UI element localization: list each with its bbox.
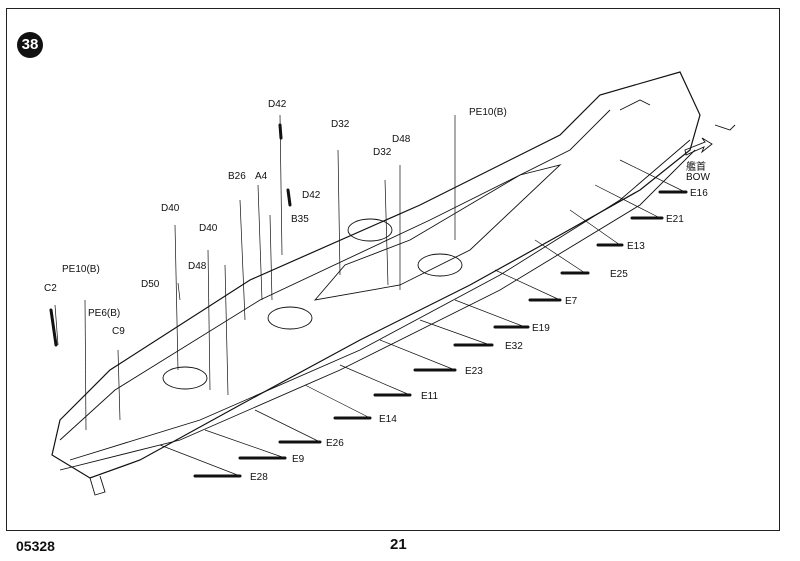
deck-edge-port (59, 109, 611, 441)
label-e26: E26 (326, 438, 344, 449)
bow-label: BOW (686, 172, 710, 183)
bow-fitting (714, 124, 736, 131)
kit-code: 05328 (16, 538, 55, 554)
step-number-badge: 38 (17, 32, 43, 58)
label-d48-b: D48 (188, 261, 207, 272)
bow-label-cjk: 艦首 (686, 160, 706, 173)
keel-detail (89, 475, 106, 496)
label-d32-a: D32 (331, 119, 350, 130)
deck-edge-starboard (69, 139, 691, 461)
label-e23: E23 (465, 366, 483, 377)
label-c2: C2 (44, 283, 57, 294)
label-d42-mid: D42 (302, 190, 321, 201)
label-b35: B35 (291, 214, 309, 225)
label-e32: E32 (505, 341, 523, 352)
barbette-1 (162, 366, 208, 390)
label-d48-a: D48 (392, 134, 411, 145)
page-frame (6, 8, 780, 531)
bow-arrow (684, 137, 713, 156)
barbette-4 (347, 218, 393, 242)
label-e21: E21 (666, 214, 684, 225)
label-pe10b-top: PE10(B) (469, 107, 507, 118)
label-d40-a: D40 (161, 203, 180, 214)
part-bars (49, 123, 688, 478)
label-b26: B26 (228, 171, 246, 182)
label-e11: E11 (421, 391, 438, 402)
label-e28: E28 (250, 472, 268, 483)
label-e13: E13 (627, 241, 645, 252)
label-a4: A4 (255, 171, 268, 182)
label-e14: E14 (379, 414, 397, 425)
bow-anchor (619, 99, 651, 111)
label-e19: E19 (532, 323, 550, 334)
label-d42-top: D42 (268, 99, 287, 110)
page-number: 21 (390, 536, 407, 553)
label-d40-b: D40 (199, 223, 218, 234)
label-e7: E7 (565, 296, 578, 307)
part-labels: D42 PE10(B) D32 D48 D32 B26 A4 D42 B35 D… (44, 99, 710, 483)
label-d32-b: D32 (373, 147, 392, 158)
label-d50: D50 (141, 279, 160, 290)
callouts (54, 114, 686, 477)
label-e9: E9 (292, 454, 305, 465)
label-c9: C9 (112, 326, 125, 337)
label-e25: E25 (610, 269, 628, 280)
label-pe6b: PE6(B) (88, 308, 120, 319)
hull-side (51, 71, 701, 479)
barbette-2 (267, 306, 313, 330)
barbette-3 (417, 253, 463, 277)
label-e16: E16 (690, 188, 708, 199)
superstructure-deck (313, 164, 562, 301)
label-pe10b-left: PE10(B) (62, 264, 100, 275)
